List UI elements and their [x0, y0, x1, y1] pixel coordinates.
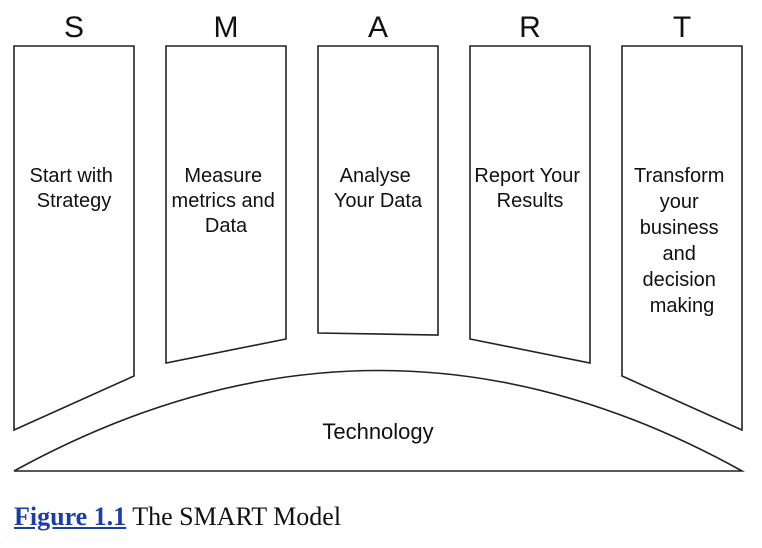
pillar-s-line: Strategy — [37, 190, 111, 212]
technology-arc — [13, 369, 746, 472]
pillar-a-line: Your Data — [334, 190, 423, 212]
figure-caption: Figure 1.1 The SMART Model — [14, 502, 341, 532]
pillar-t-label: Transform your business and decision mak… — [634, 165, 730, 317]
pillar-r — [469, 45, 591, 364]
letter-s: S — [64, 11, 84, 44]
pillar-r-line: Results — [497, 190, 564, 212]
pillar-t-line: making — [650, 295, 714, 317]
pillar-m-line: Measure — [184, 165, 262, 187]
pillar-s — [13, 45, 135, 432]
pillar-a-label: Analyse Your Data — [334, 165, 423, 212]
pillar-r-label: Report Your Results — [474, 165, 585, 212]
pillar-m-label: Measure metrics and Data — [172, 165, 281, 237]
figure-title: The SMART Model — [126, 502, 342, 531]
pillar-t-line: business — [640, 217, 719, 239]
pillar-a — [317, 45, 439, 336]
pillar-s-label: Start with Strategy — [30, 165, 119, 212]
pillar-a-line: Analyse — [340, 165, 411, 187]
pillar-m-line: Data — [205, 215, 248, 237]
letter-r: R — [519, 11, 541, 44]
pillar-s-line: Start with — [30, 165, 113, 187]
letter-a: A — [368, 11, 388, 44]
letter-t: T — [673, 11, 691, 44]
pillar-t-line: your — [660, 191, 699, 213]
letter-m: M — [214, 11, 239, 44]
pillar-t-line: Transform — [634, 165, 724, 187]
pillar-r-line: Report Your — [474, 165, 580, 187]
pillar-t-line: decision — [643, 269, 716, 291]
technology-label: Technology — [322, 419, 433, 444]
figure-link[interactable]: Figure 1.1 — [14, 502, 127, 531]
pillar-t — [621, 45, 743, 432]
pillar-m — [165, 45, 287, 364]
pillar-m-line: metrics and — [172, 190, 275, 212]
pillar-t-line: and — [663, 243, 696, 265]
